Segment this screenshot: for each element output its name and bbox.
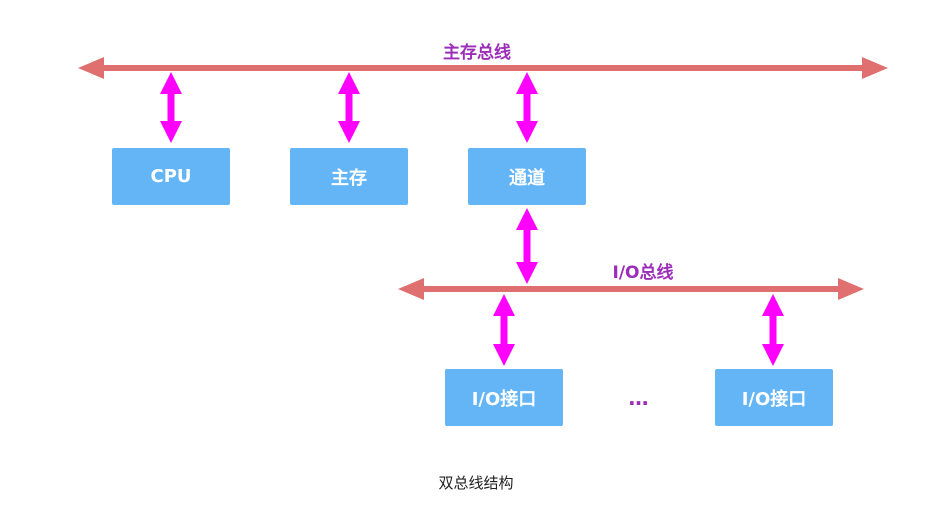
main-bus-arrow <box>78 57 888 79</box>
connector-main-memory <box>338 72 360 143</box>
io-interface-box-2: I/O接口 <box>715 369 833 426</box>
connector-io-interface-2 <box>762 294 784 366</box>
connector-channel-top <box>516 72 538 143</box>
io-bus-label: I/O总线 <box>612 263 674 283</box>
connector-io-interface-1 <box>493 294 515 366</box>
ellipsis-more-interfaces: … <box>628 386 650 410</box>
connector-cpu <box>160 72 182 143</box>
io-bus-arrow <box>398 278 864 300</box>
cpu-box: CPU <box>112 148 230 205</box>
diagram-caption: 双总线结构 <box>438 474 514 492</box>
main-memory-box: 主存 <box>290 148 408 205</box>
connector-channel-bottom <box>516 208 538 284</box>
io-interface-box-1: I/O接口 <box>445 369 563 426</box>
main-bus-label: 主存总线 <box>443 43 511 63</box>
channel-box: 通道 <box>468 148 586 205</box>
